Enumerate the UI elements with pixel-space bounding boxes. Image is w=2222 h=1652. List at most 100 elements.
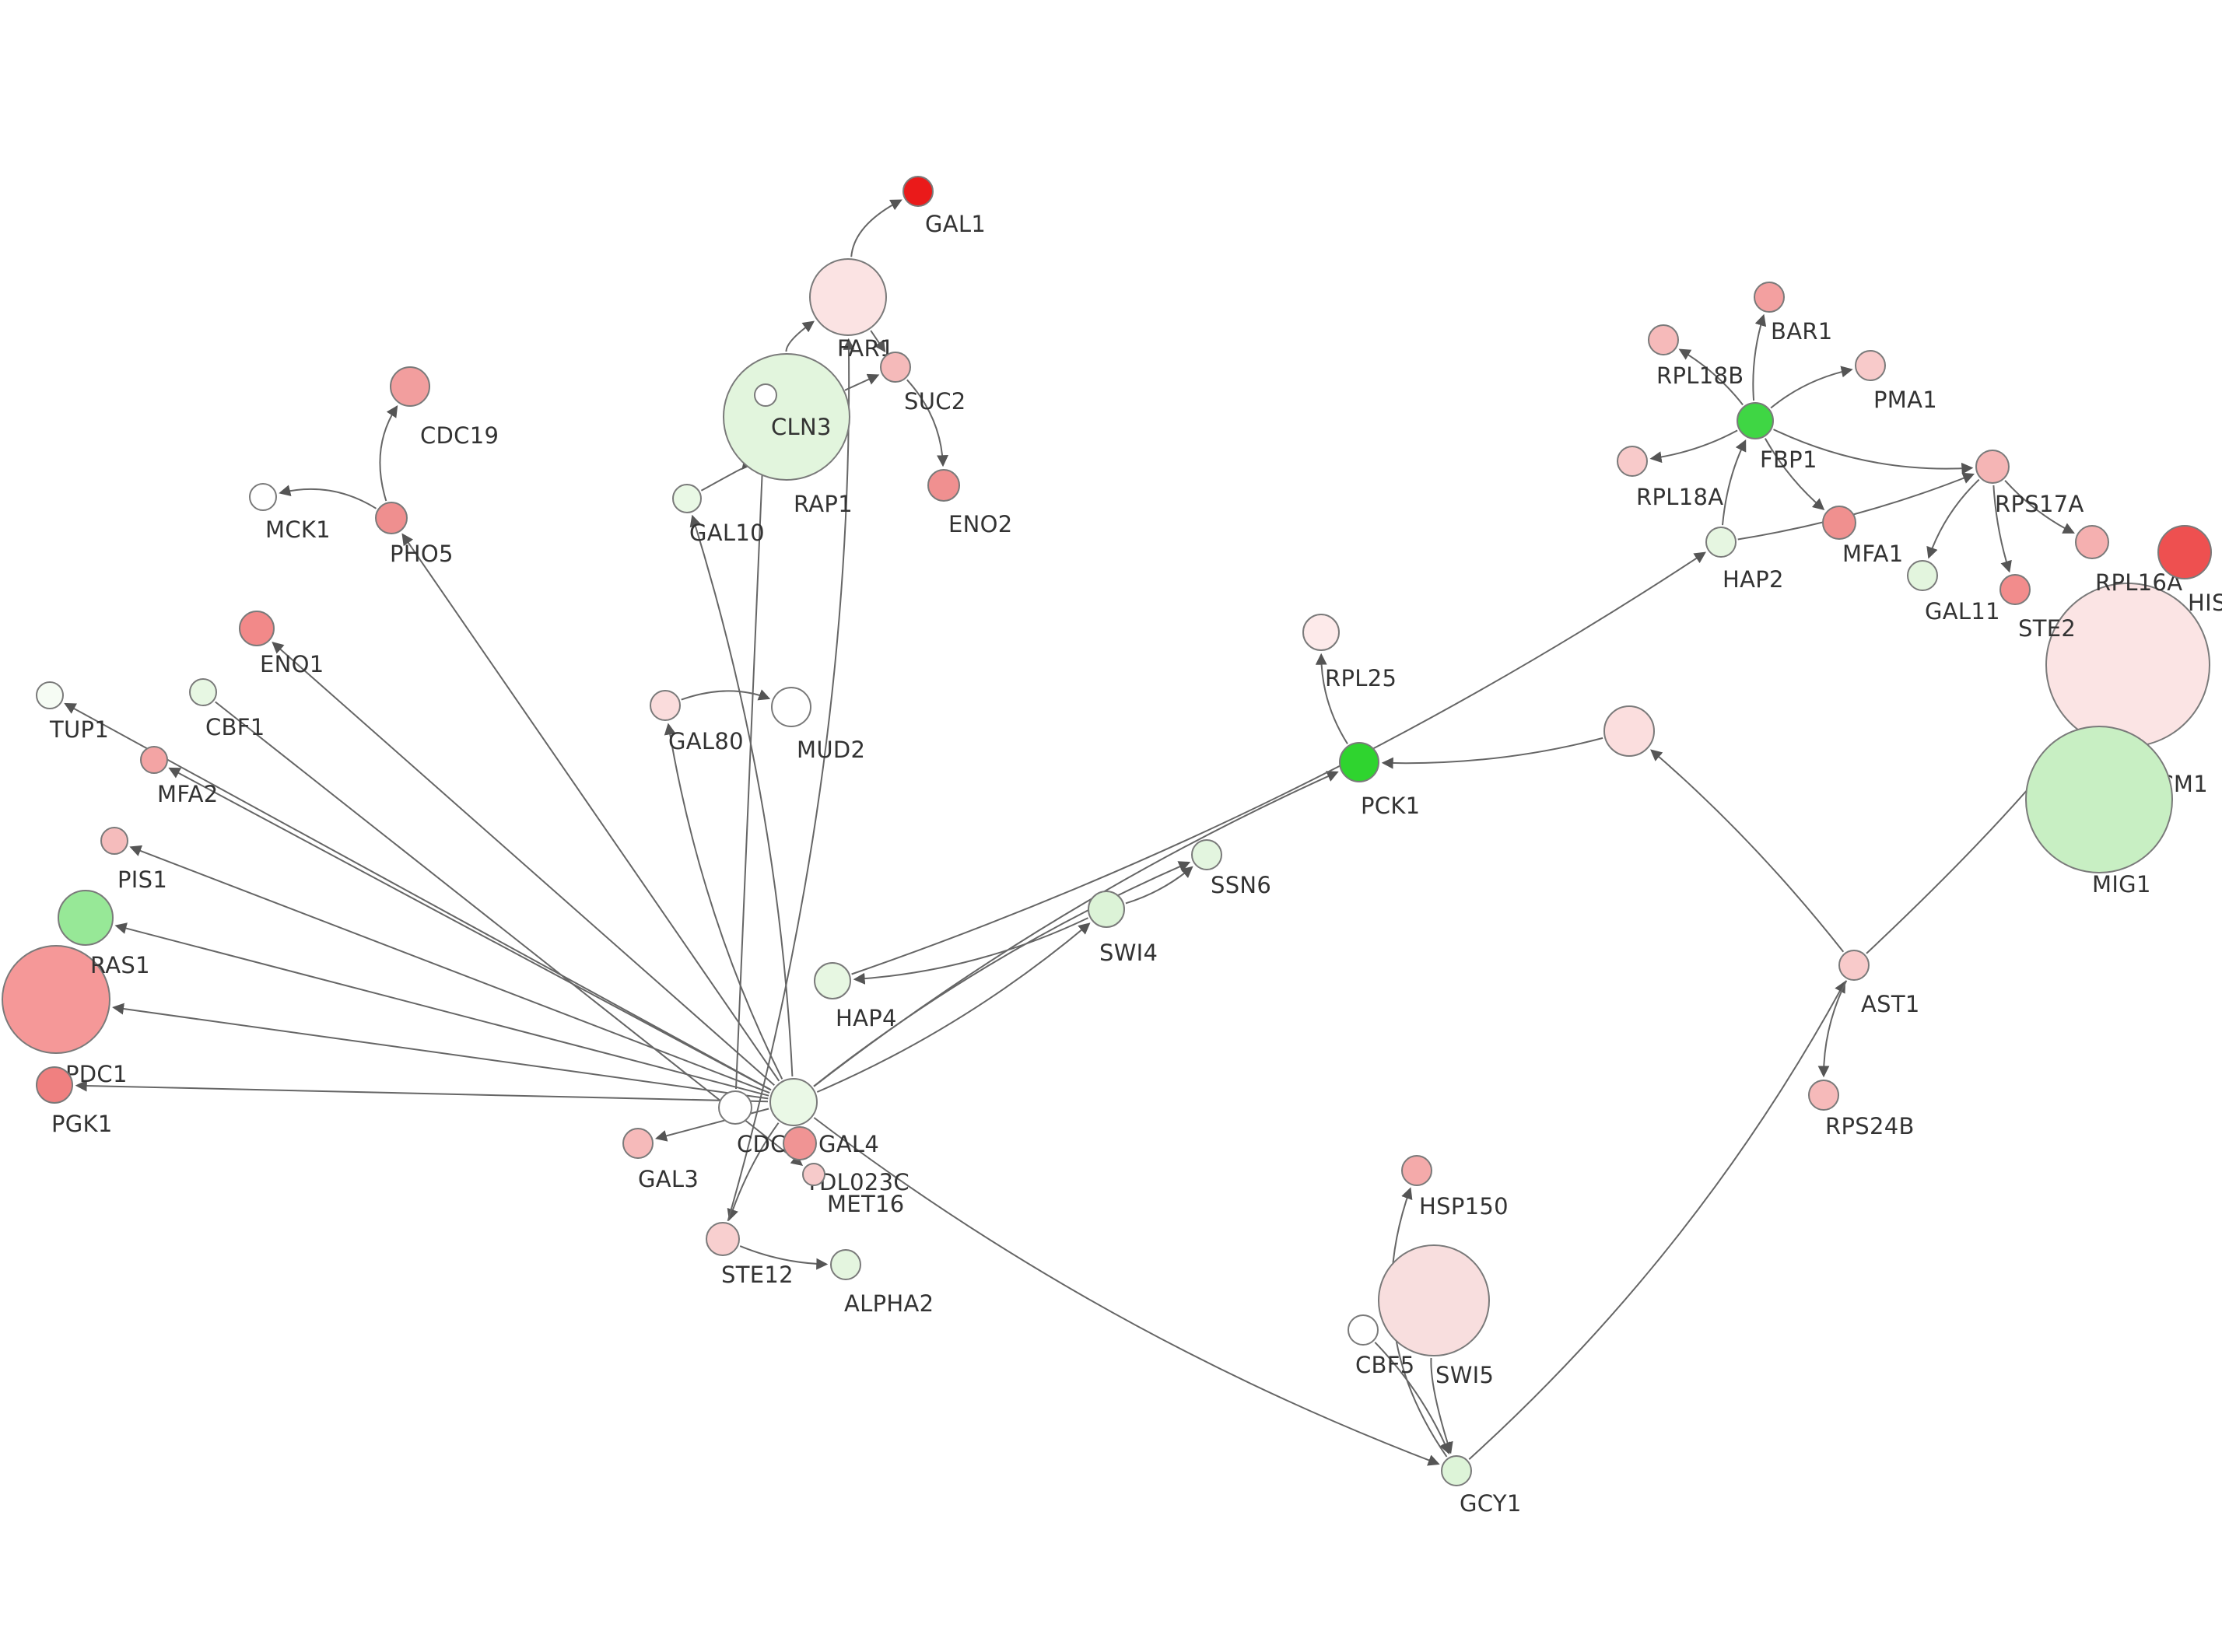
edge-GAL4-PIS1[interactable]	[129, 845, 770, 1094]
edge-GAL4-PCK1[interactable]	[813, 771, 1339, 1087]
edge-GAL80-MUD2[interactable]	[681, 689, 771, 701]
node-YDL023C[interactable]	[783, 1126, 817, 1160]
edge-FBP1-RPL18B[interactable]	[1678, 348, 1744, 406]
edge-RAP1-SUC2[interactable]	[844, 373, 880, 391]
node-CLN3[interactable]	[754, 383, 777, 407]
node-HSP150[interactable]	[1401, 1155, 1432, 1186]
node-PMA1[interactable]	[1855, 350, 1886, 381]
edge-GAL4-RAS1[interactable]	[114, 922, 769, 1097]
node-MUD2[interactable]	[771, 687, 811, 727]
node-HIS4[interactable]	[2157, 525, 2212, 579]
edge-FAR1-SUC2[interactable]	[870, 330, 886, 353]
edge-RPS17A-GAL11[interactable]	[1926, 478, 1980, 559]
node-GAL4[interactable]	[769, 1078, 818, 1126]
edge-SWI4-SSN6[interactable]	[1125, 866, 1193, 905]
edge-AST1-RPS24B[interactable]	[1817, 980, 1848, 1078]
edge-SUC2-ENO2[interactable]	[906, 379, 949, 467]
node-GAL3[interactable]	[622, 1128, 654, 1159]
node-MCK1[interactable]	[249, 483, 277, 511]
edge-GAL4-TUP1[interactable]	[64, 702, 772, 1091]
edge-GAL10-RAP1[interactable]	[700, 457, 754, 492]
edge-PHO5-MCK1[interactable]	[279, 485, 377, 509]
edge-GAL4-GCY1[interactable]	[813, 1117, 1440, 1466]
node-ENO2[interactable]	[927, 469, 960, 502]
node-PHO5[interactable]	[375, 502, 408, 534]
edge-SWI5-GCY1[interactable]	[1430, 1357, 1453, 1454]
edge-GAL4-STE12[interactable]	[727, 1122, 780, 1221]
edge-GAL4-PDC1[interactable]	[112, 1003, 769, 1100]
edge-CBF1-MET16[interactable]	[215, 701, 804, 1166]
node-MFA1[interactable]	[1822, 506, 1856, 540]
node-GAL10[interactable]	[672, 484, 702, 513]
node-ALPHA2[interactable]	[830, 1249, 861, 1280]
edge-FBP1-MFA1[interactable]	[1764, 438, 1825, 510]
node-CDC28[interactable]	[718, 1090, 752, 1125]
edge-GAL4-SWI4[interactable]	[816, 922, 1091, 1093]
edge-GAL4-GAL80[interactable]	[664, 723, 783, 1080]
node-RPL18B[interactable]	[1648, 324, 1679, 355]
node-GAL11[interactable]	[1907, 560, 1938, 591]
node-STE2[interactable]	[1999, 574, 2031, 605]
node-PGK1[interactable]	[36, 1066, 73, 1104]
edge-HAP2-RPS17A[interactable]	[1737, 472, 1975, 541]
node-FAR1[interactable]	[809, 258, 887, 336]
edge-FBP1-RPL18A[interactable]	[1649, 429, 1738, 464]
node-MFA2[interactable]	[140, 746, 168, 774]
node-CDC19[interactable]	[390, 366, 430, 407]
node-SWI4[interactable]	[1088, 891, 1125, 928]
node-BAR1[interactable]	[1754, 282, 1785, 313]
node-GAL80[interactable]	[650, 690, 681, 721]
edge-RPS17A-RPL16A[interactable]	[2004, 480, 2075, 534]
node-RAP1[interactable]	[723, 353, 850, 481]
node-PDC1[interactable]	[2, 945, 110, 1054]
node-HAP4[interactable]	[814, 962, 851, 999]
node-MCM1[interactable]	[2045, 583, 2210, 747]
edge-FAR1-GAL1[interactable]	[850, 199, 902, 257]
node-RPL25[interactable]	[1302, 614, 1340, 651]
node-RPS17A[interactable]	[1975, 450, 2010, 484]
node-CBF1[interactable]	[189, 678, 217, 706]
edge-RPS17A-STE2[interactable]	[1992, 485, 2012, 573]
node-GCY1[interactable]	[1441, 1455, 1472, 1486]
node-MET16[interactable]	[802, 1163, 825, 1186]
node-SUC2[interactable]	[880, 352, 911, 383]
edge-CDC28-CLN3[interactable]	[735, 408, 771, 1090]
edge-RAP1-FAR1[interactable]	[785, 320, 815, 352]
edge-SWI4-HAP4[interactable]	[853, 917, 1088, 985]
edge-HAP2-FBP1[interactable]	[1722, 439, 1747, 526]
edge-unlabeled_1-PCK1[interactable]	[1381, 737, 1603, 769]
node-PCK1[interactable]	[1339, 742, 1379, 782]
node-unlabeled_1[interactable]	[1603, 705, 1655, 757]
edge-GAL4-MFA2[interactable]	[168, 767, 772, 1091]
node-PIS1[interactable]	[100, 827, 128, 855]
node-FBP1[interactable]	[1737, 402, 1774, 439]
edge-FBP1-PMA1[interactable]	[1770, 366, 1853, 409]
edge-GAL4-PHO5[interactable]	[401, 533, 780, 1082]
node-RPL18A[interactable]	[1617, 446, 1648, 477]
node-HAP2[interactable]	[1705, 527, 1737, 558]
edge-GAL4-PGK1[interactable]	[75, 1080, 769, 1103]
node-RPL16A[interactable]	[2075, 525, 2109, 559]
edge-GAL4-GAL10[interactable]	[689, 514, 794, 1077]
node-CBF5[interactable]	[1348, 1314, 1379, 1346]
edge-FBP1-BAR1[interactable]	[1752, 313, 1767, 401]
edge-AST1-unlabeled_1[interactable]	[1650, 749, 1845, 953]
node-TUP1[interactable]	[36, 681, 64, 709]
node-STE12[interactable]	[706, 1222, 740, 1256]
node-ENO1[interactable]	[239, 611, 275, 646]
edge-GAL4-ENO1[interactable]	[272, 642, 775, 1086]
edge-HAP4-HAP2[interactable]	[851, 551, 1706, 975]
edge-PCK1-RPL25[interactable]	[1315, 653, 1348, 744]
edge-STE12-FAR1[interactable]	[727, 338, 855, 1222]
node-GAL1[interactable]	[902, 176, 934, 207]
edge-CBF5-GCY1[interactable]	[1374, 1342, 1451, 1455]
node-SSN6[interactable]	[1191, 839, 1222, 870]
node-AST1[interactable]	[1838, 950, 1870, 981]
node-RAS1[interactable]	[58, 890, 114, 946]
node-RPS24B[interactable]	[1808, 1080, 1839, 1111]
edge-PHO5-CDC19[interactable]	[379, 405, 398, 502]
edge-GAL4-SSN6[interactable]	[813, 861, 1191, 1087]
node-SWI5[interactable]	[1378, 1244, 1490, 1356]
node-MIG1[interactable]	[2025, 726, 2173, 873]
